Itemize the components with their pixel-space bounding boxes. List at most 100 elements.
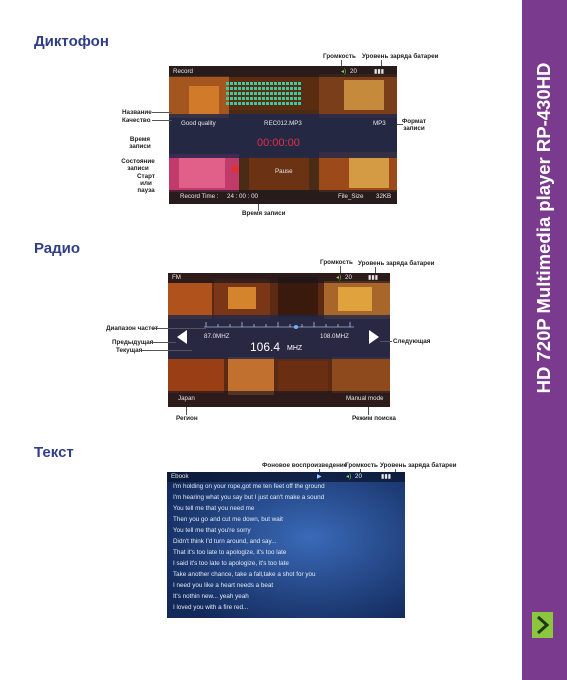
ann-text-volume: Громкость [345,462,378,469]
ebook-line: It's nothin new... yeah yeah [173,593,249,600]
ann-radio-battery: Уровень заряда батареи [358,260,435,267]
region-label: Japan [178,395,195,402]
leader-line [150,342,176,343]
ann-text-bg-playback: Фоновое воспроизведение [262,462,348,469]
leader-line [340,266,341,274]
ebook-line: Then you go and cut me down, but wait [173,516,283,523]
volume-icon: ◂) [341,68,347,75]
ann-rec-volume: Громкость [323,53,356,60]
ann-rec-state: Состояние записи [121,158,155,172]
leader-line [380,341,392,342]
title-bar [167,472,405,482]
leader-line [395,469,396,474]
ann-record-time: Время записи [242,210,286,217]
recorder-heading: Диктофон [34,33,109,50]
leader-line [341,60,342,70]
record-state-icon [231,165,239,173]
current-frequency: 106.4 [250,340,281,354]
next-page-button[interactable] [532,612,553,638]
pause-button[interactable]: Pause [275,168,293,175]
radio-heading: Радио [34,240,81,257]
ann-rec-format: Формат записи [401,118,427,132]
sidebar: HD 720P Multimedia player RP-430HD [522,0,567,680]
timer-display: 00:00:00 [257,137,300,149]
leader-line [152,112,172,113]
ebook-line: I need you like a heart needs a beat [173,582,274,589]
ebook-line: That it's too late to apologize, it's to… [173,549,287,556]
frequency-scale [204,322,354,329]
background-playback-icon: ▶ [317,473,322,480]
ann-radio-current: Текущая [116,347,143,354]
leader-line [381,60,382,70]
info-band [169,114,397,158]
ebook-line: You tell me that you're sorry [173,527,251,534]
leader-line [152,328,206,329]
ebook-line: I loved you with a fire red... [173,604,249,611]
file-size-label: File_Size [338,193,364,200]
status-bar [168,391,390,407]
leader-line [319,469,320,474]
max-frequency: 108.0MHZ [320,333,349,340]
volume-icon: ◂) [346,473,352,480]
ebook-line: I'm holding on your rope,got me ten feet… [173,483,325,490]
ann-radio-volume: Громкость [320,259,353,266]
ann-radio-prev: Предыдущая [112,339,154,346]
ebook-screen: Ebook ▶ ◂) 20 ▮▮▮ I'm holding on your ro… [167,472,405,618]
ann-radio-range: Диапазон частот [106,325,159,332]
leader-line [360,469,361,474]
ann-radio-search-mode: Режим поиска [352,415,396,422]
volume-value: 20 [345,274,352,281]
record-time-label: Record Time : [180,193,219,200]
battery-icon: ▮▮▮ [381,473,392,480]
level-meter [226,82,301,105]
radio-screen: FM ◂) 20 ▮▮▮ 87.0MHZ 108.0MHZ 106.4 MHZ … [168,273,390,407]
leader-line [397,124,403,125]
prev-station-icon[interactable] [176,330,188,344]
recorder-screen: Record ◂) 20 ▮▮▮ Good quality REC012.MP3… [169,66,397,204]
record-time-value: 24 : 00 : 00 [227,193,258,200]
ebook-line: Take another chance, take a fall,take a … [173,571,316,578]
ebook-line: I'm hearing what you say but I just can'… [173,494,325,501]
ann-radio-next: Следующая [393,338,431,345]
ann-start-pause: Старт или пауза [137,173,155,194]
leader-line [152,120,172,121]
ann-rec-name: Название [122,109,152,116]
title-bar [168,273,390,283]
ann-radio-region: Регион [176,415,198,422]
leader-line [186,407,187,415]
leader-line [142,350,192,351]
frequency-unit: MHZ [287,345,303,352]
ann-text-battery: Уровень заряда батареи [380,462,457,469]
ebook-line: You tell me that you need me [173,505,255,512]
file-size-value: 32KB [376,193,392,200]
tuner-band [168,315,390,359]
chevron-right-icon [537,615,550,635]
text-heading: Текст [34,444,74,461]
mode-label: Manual mode [346,395,384,402]
sidebar-title: HD 720P Multimedia player RP-430HD [522,0,567,680]
screen-title: FM [172,274,181,281]
next-station-icon[interactable] [368,330,380,344]
leader-line [375,267,376,274]
leader-line [258,204,259,211]
status-bar [169,190,397,204]
title-bar [169,66,397,77]
ann-rec-time: Время записи [129,136,151,150]
ann-rec-battery: Уровень заряда батареи [362,53,439,60]
ebook-background [167,472,405,618]
battery-icon: ▮▮▮ [374,68,385,75]
quality-label: Good quality [181,120,216,127]
volume-value: 20 [355,473,362,480]
ebook-line: I said it's too late to apologize, it's … [173,560,289,567]
volume-value: 20 [350,68,357,75]
leader-line [368,407,369,415]
battery-icon: ▮▮▮ [368,274,379,281]
min-frequency: 87.0MHZ [204,333,230,340]
format-label: MP3 [373,120,386,127]
screen-title: Ebook [171,473,189,480]
product-title: HD 720P Multimedia player RP-430HD [533,62,554,394]
screen-title: Record [173,68,193,75]
volume-icon: ◂) [336,274,342,281]
ebook-line: Didn't think I'd turn around, and say... [173,538,277,545]
ann-rec-quality: Качество [122,117,151,124]
